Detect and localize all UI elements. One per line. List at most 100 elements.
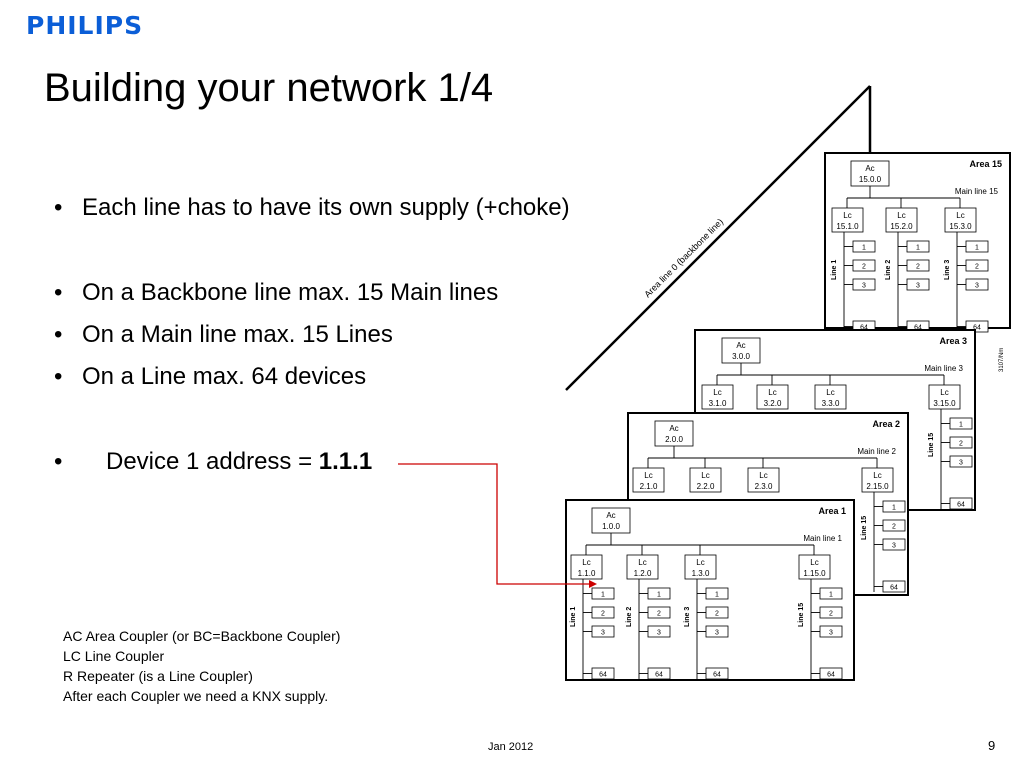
device-number: 2 — [916, 264, 920, 271]
device-number: 64 — [973, 325, 981, 332]
device-number: 1 — [657, 592, 661, 599]
backbone-label: Area line 0 (backbone line) — [642, 217, 725, 300]
line-coupler-label: Lc — [810, 558, 818, 567]
device-box — [819, 625, 843, 638]
device-number: 3 — [829, 630, 833, 637]
device-box — [591, 625, 615, 638]
area-title: Area 1 — [818, 506, 846, 516]
main-line-label: Main line 1 — [803, 534, 842, 543]
line-coupler-box — [701, 384, 734, 410]
line-coupler-box — [944, 207, 977, 233]
line-coupler-address: 15.3.0 — [949, 222, 972, 231]
device-box — [591, 606, 615, 619]
device-box — [647, 667, 671, 680]
line-label: Line 2 — [626, 607, 633, 627]
device-box — [591, 667, 615, 680]
line-coupler-address: 2.3.0 — [755, 482, 773, 491]
device-number: 1 — [601, 592, 605, 599]
device-number: 2 — [959, 441, 963, 448]
device-box — [906, 259, 930, 272]
line-coupler-box — [831, 207, 864, 233]
device-number: 64 — [713, 672, 721, 679]
device-box — [965, 278, 989, 291]
bullet-item: Each line has to have its own supply (+c… — [54, 194, 570, 222]
line-label: Line 15 — [798, 603, 805, 627]
device-number: 64 — [890, 585, 898, 592]
device-box — [852, 240, 876, 253]
line-coupler-address: 15.1.0 — [836, 222, 859, 231]
device-box — [949, 497, 973, 510]
backbone-line — [565, 85, 872, 391]
line-coupler-label: Lc — [956, 211, 964, 220]
line-coupler-box — [689, 467, 722, 493]
device-box — [647, 625, 671, 638]
line-coupler-box — [861, 467, 894, 493]
device-box — [882, 519, 906, 532]
device-box — [882, 500, 906, 513]
line-coupler-box — [814, 384, 847, 410]
device-number: 2 — [975, 264, 979, 271]
line-coupler-label: Lc — [826, 388, 834, 397]
line-coupler-label: Lc — [940, 388, 948, 397]
line-label: Line 2 — [885, 260, 892, 280]
note-line: After each Coupler we need a KNX supply. — [63, 688, 329, 704]
bullet-item: On a Line max. 64 devices — [54, 363, 366, 391]
device-box — [819, 606, 843, 619]
line-coupler-label: Lc — [897, 211, 905, 220]
area-title: Area 3 — [939, 336, 967, 346]
legend-notes: AC Area Coupler (or BC=Backbone Coupler)… — [63, 626, 340, 706]
device-number: 64 — [655, 672, 663, 679]
device-number: 3 — [657, 630, 661, 637]
device-number: 1 — [959, 422, 963, 429]
device-box — [852, 259, 876, 272]
device-box — [852, 278, 876, 291]
note-line: AC Area Coupler (or BC=Backbone Coupler) — [63, 628, 341, 644]
line-coupler-label: Lc — [843, 211, 851, 220]
device-box — [965, 320, 989, 333]
line-coupler-label: Lc — [759, 471, 767, 480]
device-number: 1 — [715, 592, 719, 599]
area-coupler-label: Ac — [606, 511, 615, 520]
line-coupler-label: Lc — [582, 558, 590, 567]
line-coupler-address: 3.2.0 — [764, 399, 782, 408]
device-box — [591, 587, 615, 600]
device-box — [882, 580, 906, 593]
device-number: 2 — [657, 611, 661, 618]
device-number: 3 — [862, 283, 866, 290]
line-coupler-box — [798, 554, 831, 580]
device-box — [705, 606, 729, 619]
area-title: Area 2 — [872, 419, 900, 429]
device-box — [882, 538, 906, 551]
device-box — [949, 417, 973, 430]
bullet-item: On a Backbone line max. 15 Main lines — [54, 279, 498, 307]
line-label: Line 1 — [831, 260, 838, 280]
philips-logo: PHILIPS — [26, 11, 144, 40]
device-number: 1 — [975, 245, 979, 252]
device-number: 3 — [916, 283, 920, 290]
device-number: 64 — [827, 672, 835, 679]
line-coupler-address: 15.2.0 — [890, 222, 913, 231]
line-coupler-address: 3.15.0 — [933, 399, 956, 408]
line-coupler-box — [570, 554, 603, 580]
line-coupler-label: Lc — [644, 471, 652, 480]
area-coupler-address: 1.0.0 — [602, 522, 620, 531]
note-line: LC Line Coupler — [63, 648, 165, 664]
device-box — [819, 667, 843, 680]
bullet-item-device-address: Device 1 address = 1.1.1 — [54, 448, 372, 476]
device-number: 2 — [862, 264, 866, 271]
device-number: 64 — [914, 325, 922, 332]
main-line-label: Main line 2 — [857, 447, 896, 456]
device-number: 64 — [860, 325, 868, 332]
device-number: 3 — [892, 543, 896, 550]
device-box — [949, 436, 973, 449]
device-number: 1 — [916, 245, 920, 252]
area-coupler-label: Ac — [865, 164, 874, 173]
line-label: Line 15 — [928, 433, 935, 457]
area-coupler-label: Ac — [669, 424, 678, 433]
device-number: 1 — [829, 592, 833, 599]
line-coupler-address: 1.15.0 — [803, 569, 826, 578]
device-box — [965, 259, 989, 272]
